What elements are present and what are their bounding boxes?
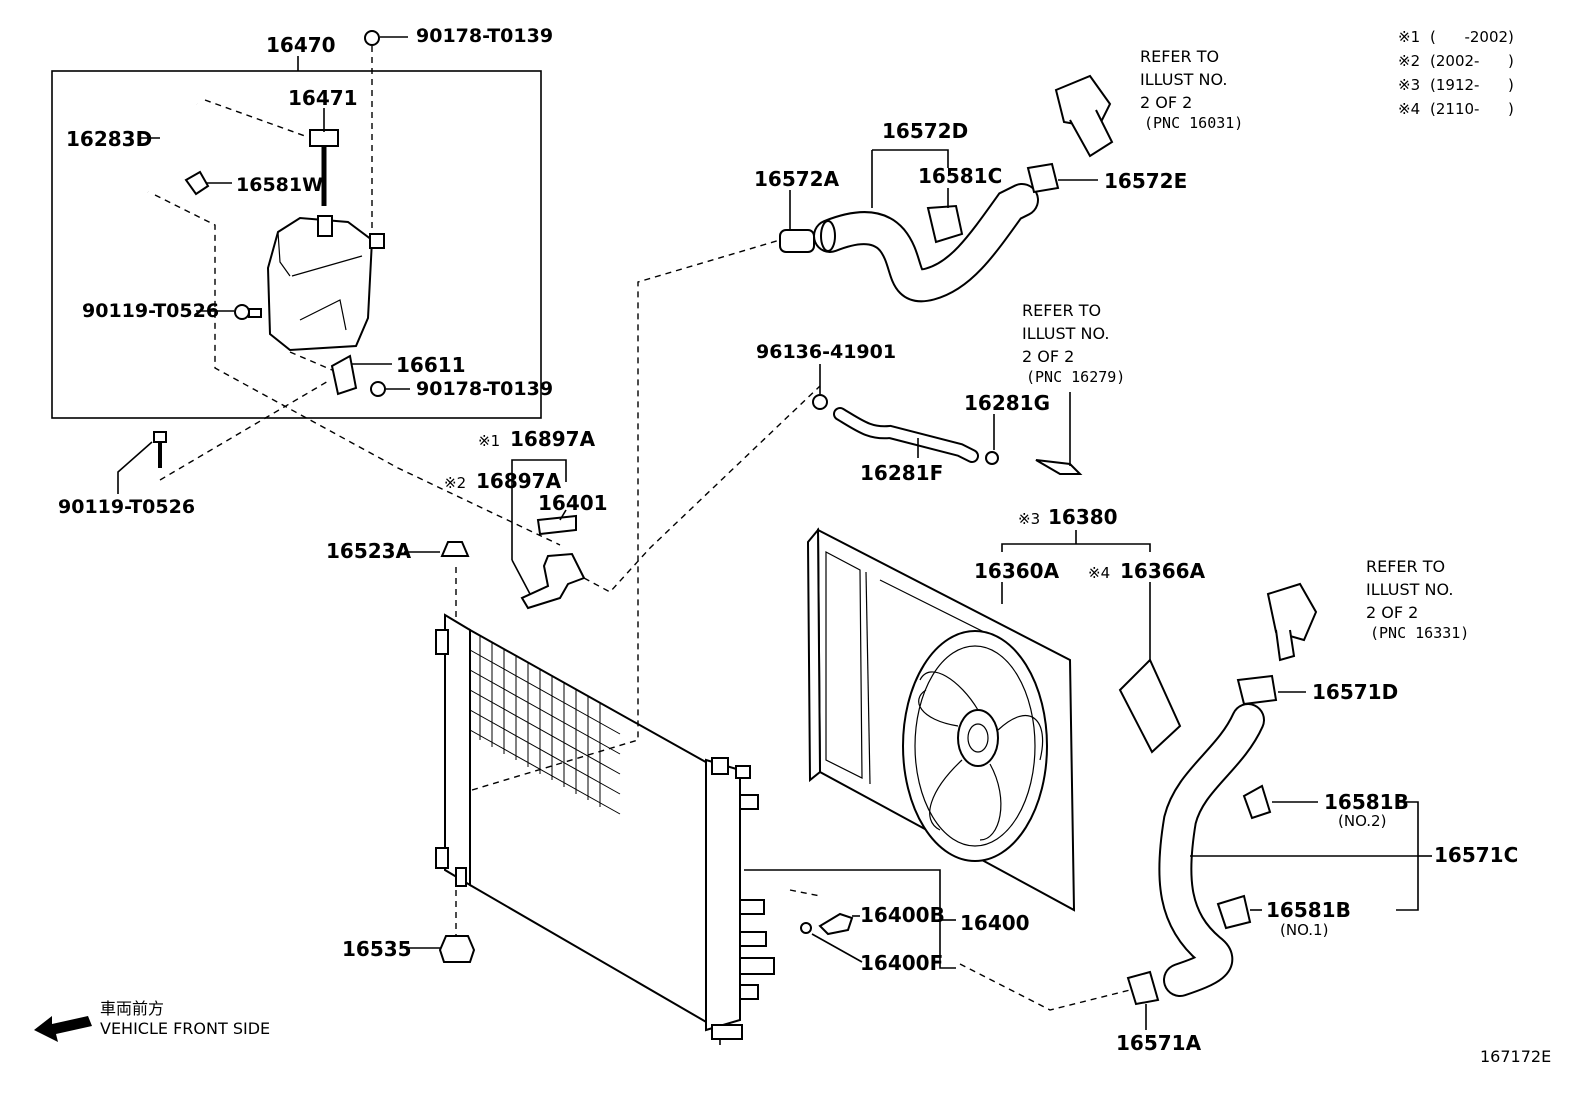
date-legend: ※1 ( -2002) ※2 (2002- ) ※3 (1912- ) ※4 (… bbox=[1398, 28, 1514, 118]
label-16400: 16400 bbox=[960, 911, 1030, 935]
mark-2-a: ※2 bbox=[444, 474, 466, 492]
ref3-line4: (PNC 16331) bbox=[1370, 624, 1469, 642]
upper-hose-leaders bbox=[789, 149, 1098, 230]
label-16581W: 16581W bbox=[236, 174, 323, 196]
legend-mark-1: ※1 bbox=[1398, 28, 1420, 46]
bypass-hose bbox=[812, 364, 1083, 475]
legend-text-3: (1912- ) bbox=[1430, 76, 1514, 94]
reference-note-16331: REFER TO ILLUST NO. 2 OF 2 (PNC 16331) bbox=[1366, 557, 1469, 642]
label-16572D: 16572D bbox=[882, 119, 968, 143]
mark-3-a: ※3 bbox=[1018, 510, 1040, 528]
label-16400F: 16400F bbox=[860, 951, 943, 975]
legend-mark-4: ※4 bbox=[1398, 100, 1420, 118]
ref2-line2: ILLUST NO. bbox=[1022, 324, 1109, 343]
reference-note-16031: REFER TO ILLUST NO. 2 OF 2 (PNC 16031) bbox=[1140, 47, 1243, 132]
ref2-line1: REFER TO bbox=[1022, 301, 1101, 320]
radiator-core bbox=[469, 628, 721, 1032]
part-labels: 16470 90178-T0139 16471 16283D 16581W 90… bbox=[58, 25, 1518, 1055]
ref1-line4: (PNC 16031) bbox=[1144, 114, 1243, 132]
legend-text-2: (2002- ) bbox=[1430, 52, 1514, 70]
mark-1-a: ※1 bbox=[478, 432, 500, 450]
upper-hose bbox=[779, 74, 1114, 303]
legend-mark-3: ※3 bbox=[1398, 76, 1420, 94]
legend-text-1: ( -2002) bbox=[1430, 28, 1514, 46]
orientation-japanese: 車両前方 bbox=[100, 999, 164, 1018]
ref1-line1: REFER TO bbox=[1140, 47, 1219, 66]
fan-leaders bbox=[1001, 530, 1151, 662]
label-16897A-2: 16897A bbox=[476, 469, 562, 493]
label-16581B-1: 16581B bbox=[1266, 898, 1351, 922]
reservoir-assembly bbox=[51, 30, 561, 546]
ref2-line3: 2 OF 2 bbox=[1022, 347, 1074, 366]
front-arrow-icon bbox=[34, 1016, 92, 1042]
label-16360A: 16360A bbox=[974, 559, 1060, 583]
label-96136: 96136-41901 bbox=[756, 341, 896, 363]
reference-note-16279: REFER TO ILLUST NO. 2 OF 2 (PNC 16279) bbox=[1022, 301, 1125, 386]
label-16571C: 16571C bbox=[1434, 843, 1518, 867]
label-90119-upper: 90119-T0526 bbox=[82, 300, 219, 322]
ref3-line3: 2 OF 2 bbox=[1366, 603, 1418, 622]
ref1-line2: ILLUST NO. bbox=[1140, 70, 1227, 89]
label-16581B-2-sub: (NO.2) bbox=[1338, 812, 1386, 830]
radiator-leaders bbox=[404, 459, 567, 949]
ref3-line1: REFER TO bbox=[1366, 557, 1445, 576]
label-16581B-2: 16581B bbox=[1324, 790, 1409, 814]
legend-mark-2: ※2 bbox=[1398, 52, 1420, 70]
fan-shroud bbox=[806, 527, 1182, 912]
label-16470: 16470 bbox=[266, 33, 336, 57]
ref2-line4: (PNC 16279) bbox=[1026, 368, 1125, 386]
drain-cock bbox=[744, 869, 956, 969]
label-16535: 16535 bbox=[342, 937, 412, 961]
legend-text-4: (2110- ) bbox=[1430, 100, 1514, 118]
label-16400B: 16400B bbox=[860, 903, 945, 927]
label-90178-lower: 90178-T0139 bbox=[416, 378, 553, 400]
label-16283D: 16283D bbox=[66, 127, 152, 151]
label-16572A: 16572A bbox=[754, 167, 840, 191]
lower-hose-leaders bbox=[959, 691, 1432, 1030]
reservoir-leaders bbox=[117, 36, 410, 494]
label-16281F: 16281F bbox=[860, 461, 943, 485]
label-16471: 16471 bbox=[288, 86, 358, 110]
ref3-line2: ILLUST NO. bbox=[1366, 580, 1453, 599]
ref1-line3: 2 OF 2 bbox=[1140, 93, 1192, 112]
label-16897A-1: 16897A bbox=[510, 427, 596, 451]
label-16571A: 16571A bbox=[1116, 1031, 1202, 1055]
label-90178-top: 90178-T0139 bbox=[416, 25, 553, 47]
label-16380: 16380 bbox=[1048, 505, 1118, 529]
radiator bbox=[435, 239, 821, 1045]
label-16281G: 16281G bbox=[964, 391, 1050, 415]
label-16581B-1-sub: (NO.1) bbox=[1280, 921, 1328, 939]
label-16571D: 16571D bbox=[1312, 680, 1398, 704]
label-16401: 16401 bbox=[538, 491, 608, 515]
reservoir-box bbox=[51, 70, 542, 419]
label-16572E: 16572E bbox=[1104, 169, 1187, 193]
mark-4-a: ※4 bbox=[1088, 564, 1110, 582]
reservoir-tank bbox=[266, 216, 374, 352]
diagram-id: 167172E bbox=[1480, 1047, 1551, 1066]
label-16611: 16611 bbox=[396, 353, 466, 377]
lower-hose bbox=[1126, 582, 1318, 1006]
label-16523A: 16523A bbox=[326, 539, 412, 563]
label-90119-lower: 90119-T0526 bbox=[58, 496, 195, 518]
label-16366A: 16366A bbox=[1120, 559, 1206, 583]
label-16581C: 16581C bbox=[918, 164, 1002, 188]
orientation-english: VEHICLE FRONT SIDE bbox=[100, 1019, 270, 1038]
